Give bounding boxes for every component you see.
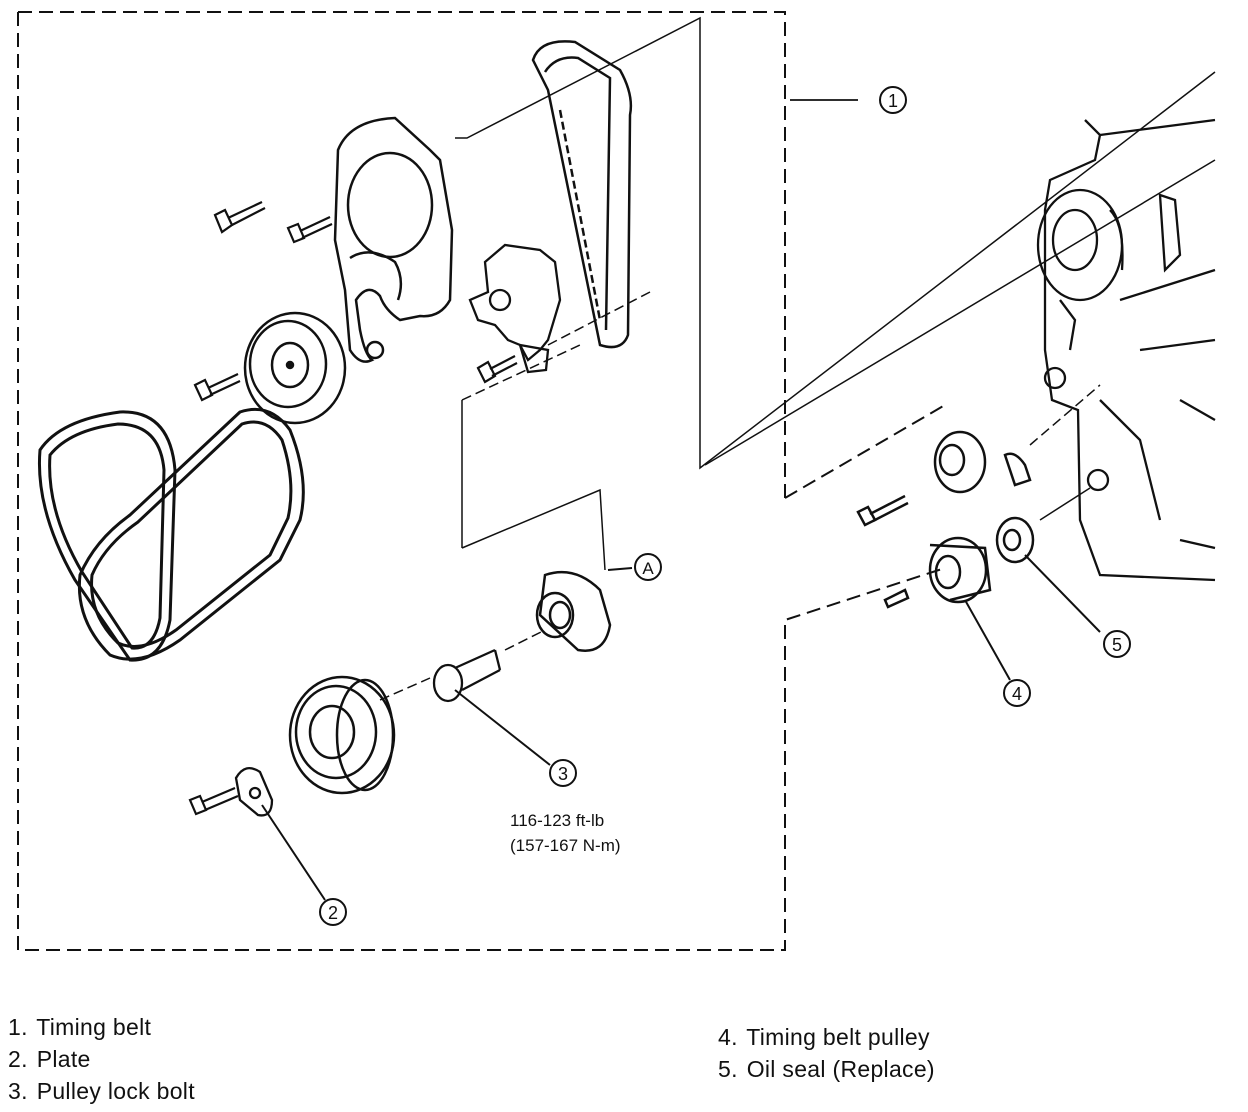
oil-seal-part <box>995 516 1035 564</box>
legend-number: 1. <box>8 1014 28 1040</box>
timing-belt-cover <box>333 116 454 363</box>
legend-item-3: 3. Pulley lock bolt <box>8 1078 195 1105</box>
pulley-lock-bolt <box>432 648 502 703</box>
plate <box>234 767 274 817</box>
callout-2: 2 <box>319 898 347 926</box>
assembly-lines <box>379 16 1216 701</box>
tensioner <box>468 243 562 374</box>
callout-leaders <box>261 554 1101 901</box>
legend-item-5: 5. Oil seal (Replace) <box>718 1056 935 1083</box>
legend-label: Pulley lock bolt <box>36 1078 195 1104</box>
legend-number: 2. <box>8 1046 28 1072</box>
legend-item-2: 2. Plate <box>8 1046 91 1073</box>
legend-number: 4. <box>718 1024 738 1050</box>
legend-label: Plate <box>36 1046 91 1072</box>
torque-spec-ftlb: 116-123 ft-lb <box>510 811 604 830</box>
torque-spec-nm: (157-167 N-m) <box>510 836 621 855</box>
bolts <box>188 201 518 816</box>
callout-3: 3 <box>549 759 577 787</box>
idler-pulley <box>856 430 1032 527</box>
svg-text:3: 3 <box>558 764 568 784</box>
lower-pulley <box>288 675 396 795</box>
svg-text:4: 4 <box>1012 684 1022 704</box>
legend-label: Oil seal (Replace) <box>746 1056 935 1082</box>
svg-text:1: 1 <box>888 91 898 111</box>
crankshaft-pulley <box>243 311 347 425</box>
callout-5: 5 <box>1103 630 1131 658</box>
svg-text:2: 2 <box>328 903 338 923</box>
pulley-a <box>535 570 612 652</box>
drive-belts <box>37 407 305 662</box>
legend-item-4: 4. Timing belt pulley <box>718 1024 930 1051</box>
legend-label: Timing belt <box>36 1014 152 1040</box>
dashed-boundary <box>17 11 946 951</box>
callout-a: A <box>634 553 662 581</box>
legend-label: Timing belt pulley <box>746 1024 930 1050</box>
timing-belt <box>531 40 633 349</box>
svg-text:5: 5 <box>1112 635 1122 655</box>
callout-4: 4 <box>1003 679 1031 707</box>
legend-number: 3. <box>8 1078 28 1104</box>
engine-block <box>1036 118 1216 582</box>
svg-text:A: A <box>642 559 654 578</box>
timing-belt-pulley-part <box>883 536 992 609</box>
legend-number: 5. <box>718 1056 738 1082</box>
legend-item-1: 1. Timing belt <box>8 1014 151 1041</box>
callout-1: 1 <box>879 86 907 114</box>
